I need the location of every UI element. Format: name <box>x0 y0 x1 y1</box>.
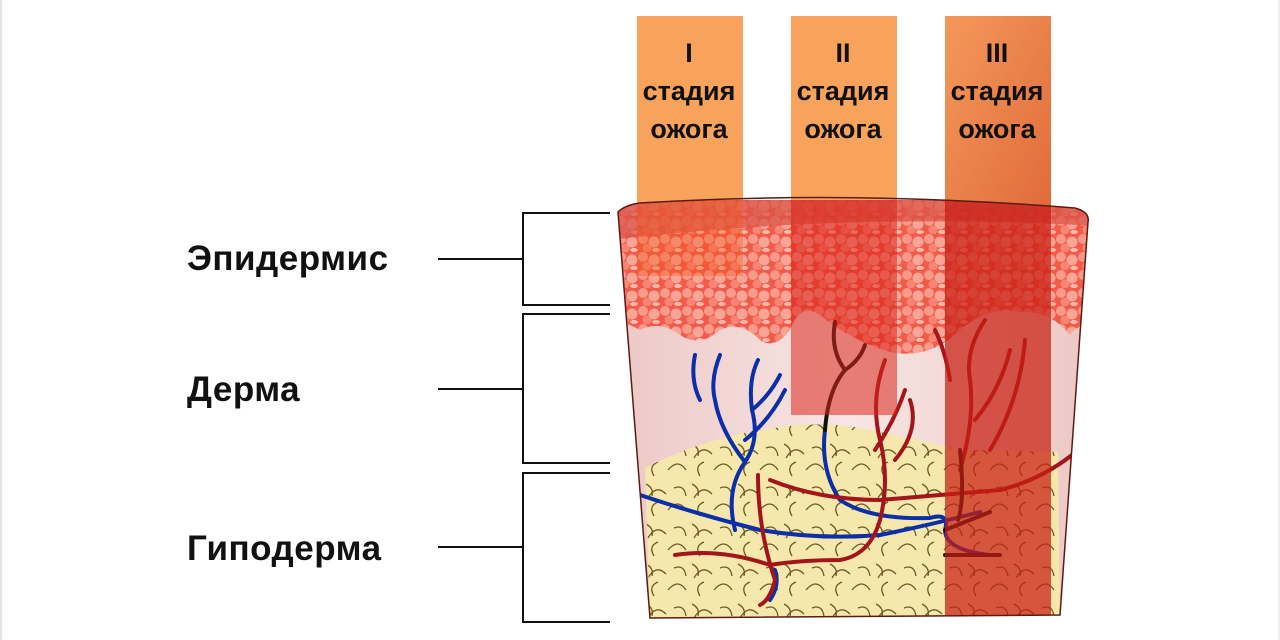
stage-3-label: III стадия ожога <box>945 34 1049 148</box>
label-hypoderma: Гиподерма <box>187 529 382 568</box>
stage-band-3 <box>945 16 1051 216</box>
burn-zone-stage-1 <box>637 200 743 276</box>
bracket-hypoderma <box>438 472 610 623</box>
frame-edge-right <box>1278 0 1280 640</box>
burn-zone-stage-3 <box>945 200 1051 618</box>
label-derma: Дерма <box>187 370 301 409</box>
stage-3-numeral: III <box>985 38 1009 68</box>
bracket-derma <box>438 313 610 464</box>
stage-1-burn: ожога <box>650 114 728 144</box>
bracket-epidermis <box>438 212 610 306</box>
stage-2-label: II стадия ожога <box>791 34 895 148</box>
stage-2-burn: ожога <box>804 114 882 144</box>
stage-1-numeral: I <box>685 38 693 68</box>
stage-3-burn: ожога <box>958 114 1036 144</box>
stage-3-word: стадия <box>950 76 1044 106</box>
burn-zone-stage-2 <box>791 200 897 415</box>
stage-2-numeral: II <box>835 38 851 68</box>
skin-outline <box>617 196 1089 619</box>
frame-edge-left <box>0 0 2 640</box>
stage-1-label: I стадия ожога <box>637 34 741 148</box>
layer-brackets <box>438 212 610 623</box>
stage-1-word: стадия <box>642 76 736 106</box>
label-epidermis: Эпидермис <box>187 239 389 278</box>
skin-block <box>618 200 1089 618</box>
stage-2-word: стадия <box>796 76 890 106</box>
stage-band-2 <box>791 16 897 216</box>
